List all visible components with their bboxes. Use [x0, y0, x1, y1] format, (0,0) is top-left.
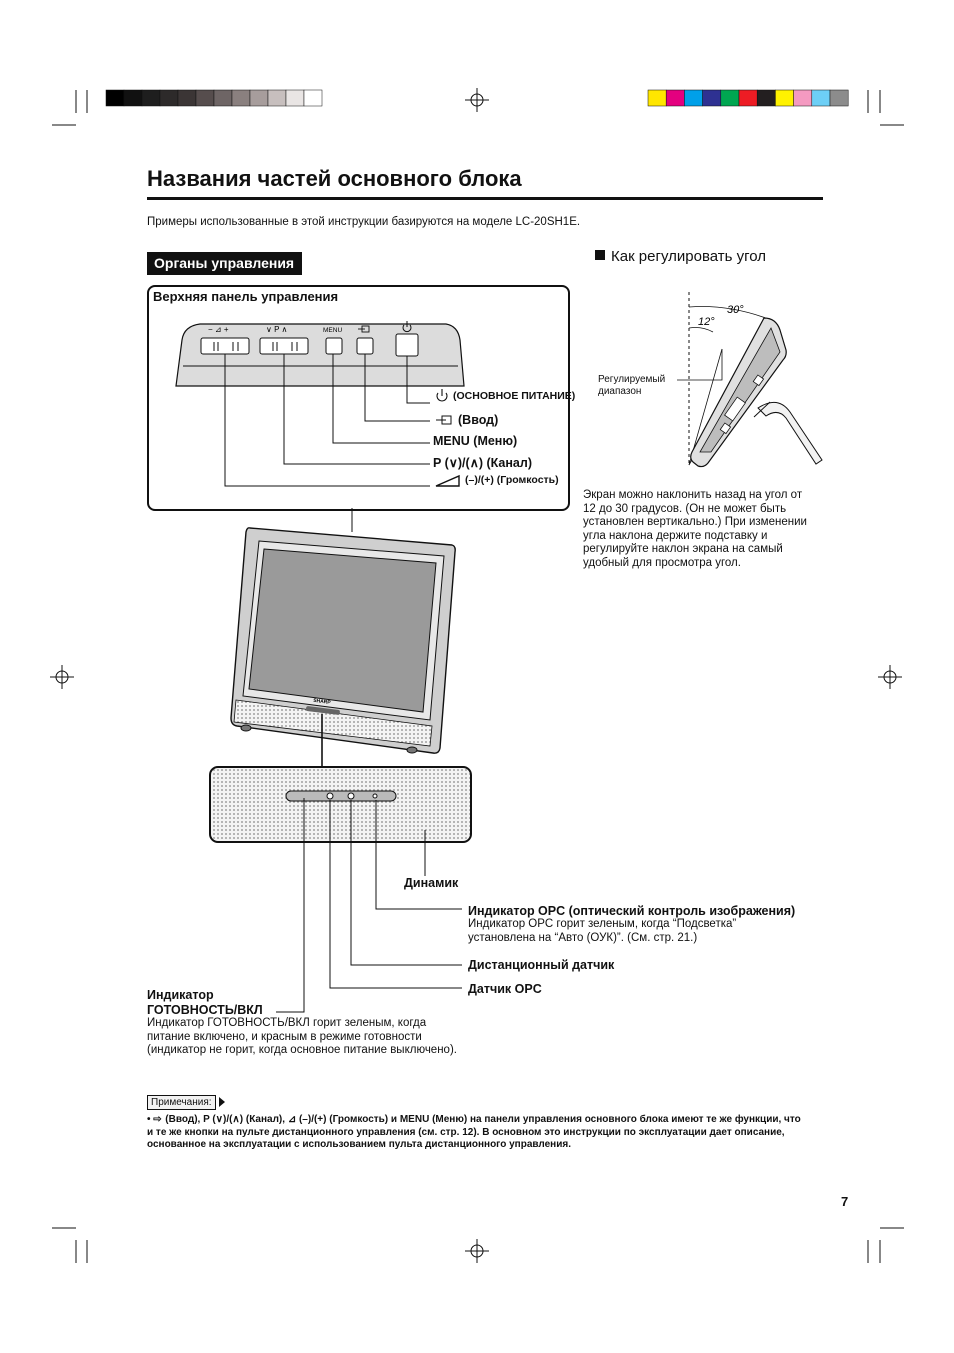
input-label-icon: [436, 415, 452, 425]
volume-label: (–)/(+) (Громкость): [465, 474, 559, 486]
note-bullet: •: [147, 1114, 151, 1125]
note-input-icon: ⇨: [153, 1114, 162, 1125]
angle-30-label: 30°: [727, 304, 744, 316]
opc-indicator-text: Индикатор OPC горит зеленым, когда “Подс…: [468, 918, 737, 944]
top-panel-title: Верхняя панель управления: [153, 289, 339, 304]
menu-label: MENU (Меню): [433, 434, 518, 448]
adjustable-range-label: Регулируемый диапазон: [598, 374, 666, 397]
speaker-label: Динамик: [404, 876, 459, 890]
square-bullet-icon: [595, 250, 605, 260]
page-title: Названия частей основного блока: [147, 166, 522, 191]
power-indicator-title: Индикатор ГОТОВНОСТЬ/ВКЛ: [147, 988, 263, 1017]
section-label-controls: Органы управления: [147, 252, 303, 275]
power-label-icon: [436, 389, 448, 402]
volume-marks: − ⊿ +: [208, 325, 229, 334]
color-calibration-bar: [647, 89, 849, 107]
gray-calibration-bar: [105, 89, 323, 107]
angle-12-label: 12°: [698, 316, 715, 328]
note-body: (Ввод), P (∨)/(∧) (Канал), ⊿ (–)/(+) (Гр…: [147, 1114, 801, 1150]
notes-label: Примечания:: [147, 1095, 216, 1110]
registration-target-icon: [50, 88, 902, 1263]
opc-sensor-label: Датчик OPC: [468, 982, 542, 996]
channel-label: P (∨)/(∧) (Канал): [433, 456, 532, 470]
angle-heading: Как регулировать угол: [595, 248, 766, 265]
power-icon: [402, 321, 412, 333]
angle-description: Экран можно наклонить назад на угол от 1…: [583, 489, 807, 569]
notes-text: • ⇨(Ввод), P (∨)/(∧) (Канал), ⊿ (–)/(+) …: [147, 1114, 807, 1152]
main-power-label: (ОСНОВНОЕ ПИТАНИЕ): [453, 390, 576, 402]
power-indicator-text: Индикатор ГОТОВНОСТЬ/ВКЛ горит зеленым, …: [147, 1017, 457, 1056]
input-label: (Ввод): [458, 413, 499, 427]
brand-logo: SHARP: [313, 698, 332, 706]
menu-mark: MENU: [323, 327, 342, 334]
color-swatch: [829, 89, 849, 107]
title-rule: [147, 197, 823, 200]
volume-label-icon: [435, 474, 460, 487]
channel-marks: ∨ P ∧: [266, 325, 287, 334]
notes-arrow-icon: [219, 1097, 225, 1107]
remote-sensor-label: Дистанционный датчик: [468, 958, 615, 972]
intro-text: Примеры использованные в этой инструкции…: [147, 216, 581, 228]
top-panel-box: [147, 285, 570, 511]
input-icon: [358, 325, 370, 333]
page-number: 7: [841, 1194, 849, 1209]
gray-swatch: [303, 89, 323, 107]
opc-indicator-title: Индикатор OPC (оптический контроль изобр…: [468, 904, 796, 918]
